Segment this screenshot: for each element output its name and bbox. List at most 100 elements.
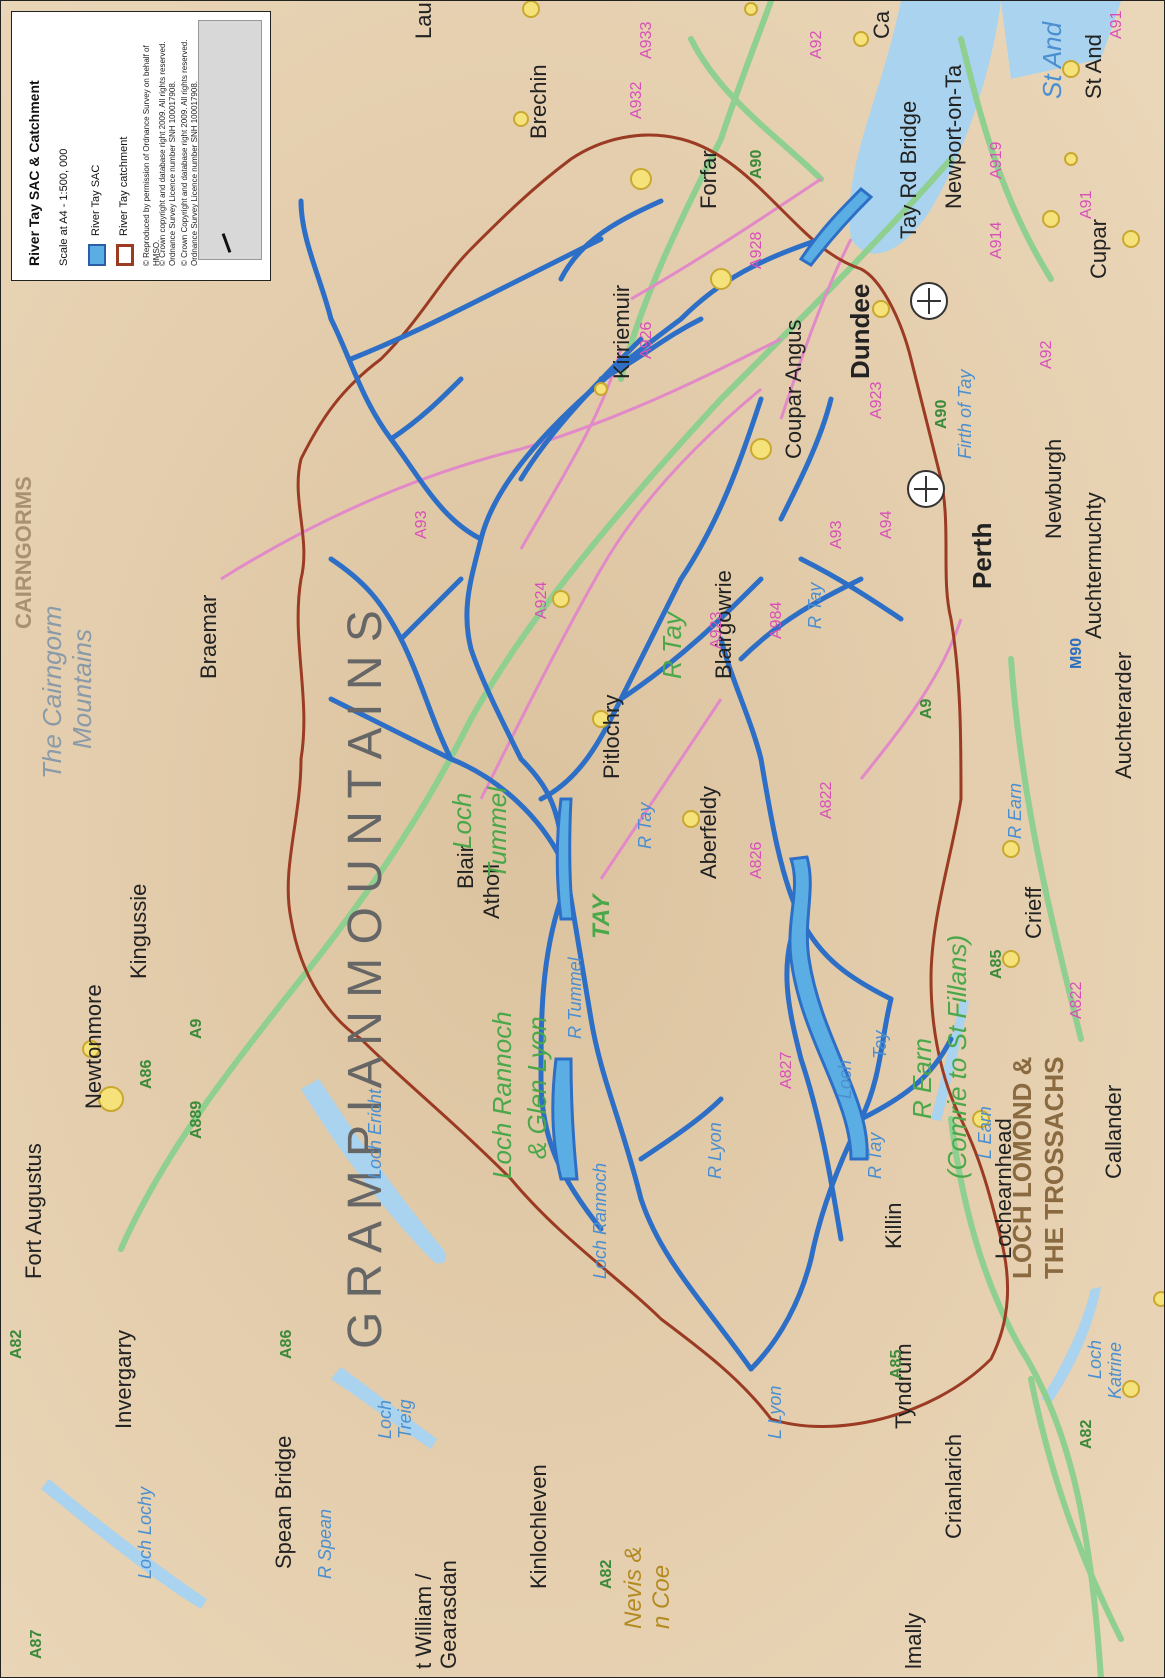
road-label: A928 — [748, 232, 765, 269]
water-label: Tay — [870, 1030, 890, 1059]
road-label: A9 — [188, 1018, 205, 1039]
region-label: Nevis & — [620, 1546, 647, 1629]
place-label: Auchterarder — [1111, 652, 1136, 779]
road-label: A86 — [278, 1330, 295, 1359]
road-label: A93 — [413, 510, 430, 539]
road-label: A86 — [138, 1060, 155, 1089]
airport-icon-perth — [907, 470, 945, 508]
place-label: St And — [1081, 34, 1106, 99]
towns — [82, 1, 1164, 1398]
place-label: Fort Augustus — [21, 1143, 46, 1279]
road-label: A82 — [1078, 1420, 1095, 1449]
road-label: A90 — [748, 150, 765, 179]
trunk-roads — [118, 1, 1124, 1677]
road-label: A984 — [768, 602, 785, 639]
sac-area-label: & Glen Lyon — [522, 1016, 552, 1159]
loch-earn-water — [931, 999, 969, 1121]
road-label: A919 — [988, 142, 1005, 179]
region-label: Mountains — [67, 629, 97, 749]
place-label: Invergarry — [111, 1330, 136, 1429]
road-label: A924 — [533, 582, 550, 619]
sac-area-label: R Tay — [657, 610, 687, 679]
place-label: Blairgowrie — [711, 570, 736, 679]
sac-area-label: Loch — [447, 793, 477, 849]
sac-area-label: R Earn — [907, 1038, 937, 1119]
road-label: A923 — [708, 612, 725, 649]
road-label: A923 — [868, 382, 885, 419]
water-label: R Tay — [865, 1132, 885, 1179]
catchment-boundary — [286, 133, 1010, 1428]
place-label: Newport-on-Ta — [941, 64, 966, 209]
place-label: Coupar Angus — [781, 320, 806, 459]
sac-area-label: (Comrie to St Fillans) — [942, 935, 972, 1179]
water-label: Loch — [835, 1060, 855, 1099]
water-label: Katrine — [1105, 1342, 1125, 1399]
loch-tummel-sac — [555, 797, 575, 921]
road-label: A932 — [628, 82, 645, 119]
st-andrews-bay-water — [1001, 1, 1121, 79]
road-label: A92 — [1038, 340, 1055, 369]
place-label: Pitlochry — [599, 695, 624, 779]
road-label: A822 — [818, 782, 835, 819]
place-label: Newburgh — [1041, 439, 1066, 539]
road-label: A82 — [8, 1330, 25, 1359]
place-label: Crieff — [1021, 886, 1046, 939]
road-labels-green: A90 A90 A9 M90 A85 A9 A889 A86 A86 A85 A… — [8, 150, 1095, 1659]
place-label: Spean Bridge — [271, 1436, 296, 1569]
place-label: Atholl — [479, 864, 504, 919]
place-label: Dundee — [845, 284, 875, 379]
road-label: A9 — [918, 698, 935, 719]
legend-credit-crown-1a: © Crown copyright and database right 200… — [158, 41, 167, 266]
road-label: A82 — [598, 1560, 615, 1589]
place-label: Cupar — [1086, 219, 1111, 279]
place-label: Callander — [1101, 1085, 1126, 1179]
sac-area-labels: Loch Tummel R Tay Loch Rannoch & Glen Ly… — [447, 610, 972, 1179]
road-label: A926 — [638, 322, 655, 359]
water-label: R Tay — [635, 802, 655, 849]
north-arrow-icon — [221, 233, 232, 253]
loch-tay-sac — [788, 855, 869, 1161]
road-label: A94 — [878, 510, 895, 539]
water-label: L Earn — [975, 1106, 995, 1159]
place-label: Kirriemuir — [609, 285, 634, 379]
place-label: Brechin — [526, 64, 551, 139]
water-label: Treig — [395, 1399, 415, 1439]
road-label: A933 — [638, 22, 655, 59]
loch-katrine-water — [1041, 1287, 1101, 1403]
water-label: R Tay — [805, 582, 825, 629]
road-label: A827 — [778, 1052, 795, 1089]
legend-scale: Scale at A4 - 1:500, 000 — [58, 148, 70, 266]
water-label: R Spean — [315, 1509, 335, 1579]
loch-treig-water — [331, 1367, 437, 1449]
legend-sac-swatch — [88, 244, 106, 266]
region-label: LOCH LOMOND & — [1007, 1057, 1037, 1279]
road-labels-pink: A933 A932 A92 A91 A919 A914 A91 A928 A92… — [413, 10, 1125, 1089]
place-label: Lochearnhead — [991, 1118, 1016, 1259]
sac-area-label: Tummel — [482, 786, 512, 879]
region-label: THE TROSSACHS — [1039, 1057, 1069, 1279]
place-label: Kinlochleven — [526, 1464, 551, 1589]
legend-title: River Tay SAC & Catchment — [26, 80, 42, 266]
road-label: A85 — [988, 950, 1005, 979]
loch-lochy-water — [41, 1479, 207, 1609]
place-label: lmally — [901, 1613, 926, 1669]
region-label: The Cairngorm — [37, 606, 67, 779]
road-label: A85 — [888, 1350, 905, 1379]
legend-catchment-label: River Tay catchment — [118, 136, 130, 236]
place-label: Tay Rd Bridge — [896, 101, 921, 239]
loch-ericht-water — [301, 1079, 446, 1264]
place-label: Kingussie — [126, 884, 151, 979]
road-label: A826 — [748, 842, 765, 879]
water-label: Loch Lochy — [135, 1486, 155, 1579]
region-label: n Coe — [648, 1565, 675, 1629]
region-label: TAY — [588, 893, 615, 939]
map-legend: River Tay SAC & Catchment Scale at A4 - … — [11, 11, 271, 281]
tay-estuary-sac — [798, 186, 874, 267]
place-label: Tyndrum — [891, 1343, 916, 1429]
region-labels: CAIRNGORMS The Cairngorm Mountains G R A… — [11, 476, 1069, 1629]
sac-area-label: Loch Rannoch — [487, 1011, 517, 1179]
water-label: St And — [1037, 20, 1067, 99]
